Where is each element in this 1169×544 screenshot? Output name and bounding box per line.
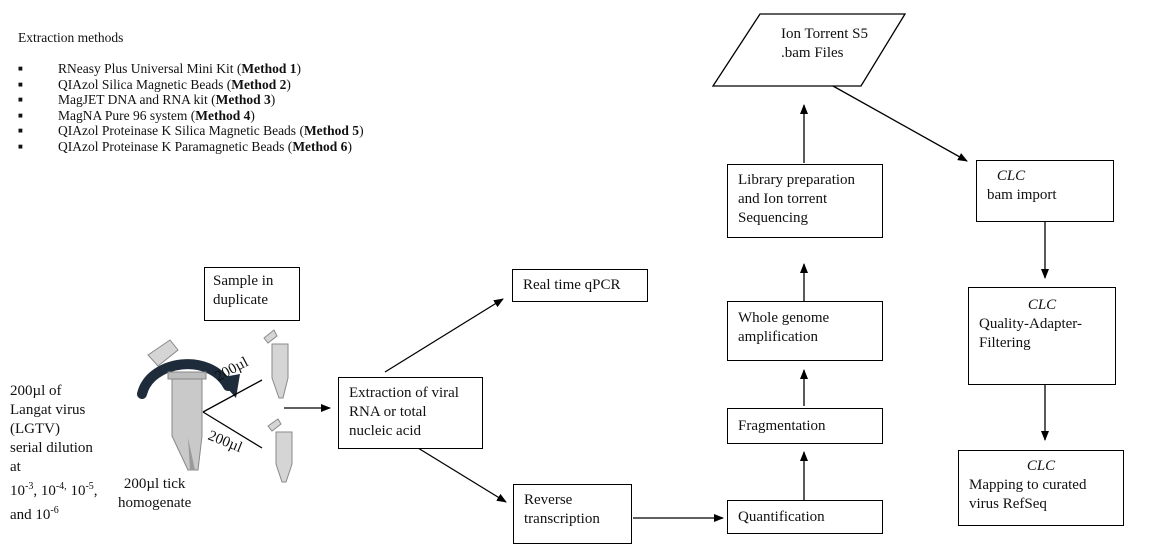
extraction-methods-title: Extraction methods xyxy=(18,30,124,45)
method-item: ■MagJET DNA and RNA kit (Method 3) xyxy=(18,92,276,108)
ion-torrent-parallelogram xyxy=(711,13,907,87)
small-tube-bottom-icon xyxy=(267,418,293,483)
qpcr-box: Real time qPCR xyxy=(512,269,648,302)
clc-import-box: CLC bam import xyxy=(976,160,1114,222)
ion-torrent-label: Ion Torrent S5 .bam Files xyxy=(781,26,868,61)
large-tube-icon xyxy=(147,339,207,471)
dilution-values: 10-3, 10-4, 10-5, xyxy=(10,481,98,499)
clc-tag: CLC xyxy=(1026,458,1056,474)
method-item: ■QIAzol Proteinase K Silica Magnetic Bea… xyxy=(18,123,364,139)
method-item: ■QIAzol Proteinase K Paramagnetic Beads … xyxy=(18,138,352,154)
sample-description: 200µl of Langat virus (LGTV) serial dilu… xyxy=(10,383,98,523)
tick-homogenate-label: 200µl tick homogenate xyxy=(118,476,192,511)
small-tube-top-icon xyxy=(263,329,289,399)
curved-arrow-icon xyxy=(137,359,233,399)
clc-filtering-box: CLC Quality-Adapter- Filtering xyxy=(968,287,1116,385)
library-prep-box: Library preparation and Ion torrent Sequ… xyxy=(727,164,883,238)
method-item: ■RNeasy Plus Universal Mini Kit (Method … xyxy=(18,61,301,76)
method-item: ■QIAzol Silica Magnetic Beads (Method 2) xyxy=(18,76,291,92)
fragmentation-box: Fragmentation xyxy=(727,408,883,444)
extraction-methods-list: ■RNeasy Plus Universal Mini Kit (Method … xyxy=(18,61,364,155)
sample-duplicate-box: Sample in duplicate xyxy=(204,267,300,321)
extraction-box: Extraction of viral RNA or total nucleic… xyxy=(338,377,483,449)
clc-tag: CLC xyxy=(1027,297,1057,313)
clc-mapping-box: CLC Mapping to curated virus RefSeq xyxy=(958,450,1124,526)
method-item: ■MagNA Pure 96 system (Method 4) xyxy=(18,107,255,123)
quantification-box: Quantification xyxy=(727,500,883,534)
whole-genome-amplification-box: Whole genome amplification xyxy=(727,301,883,361)
reverse-transcription-box: Reverse transcription xyxy=(513,484,632,544)
clc-tag: CLC xyxy=(996,168,1026,184)
